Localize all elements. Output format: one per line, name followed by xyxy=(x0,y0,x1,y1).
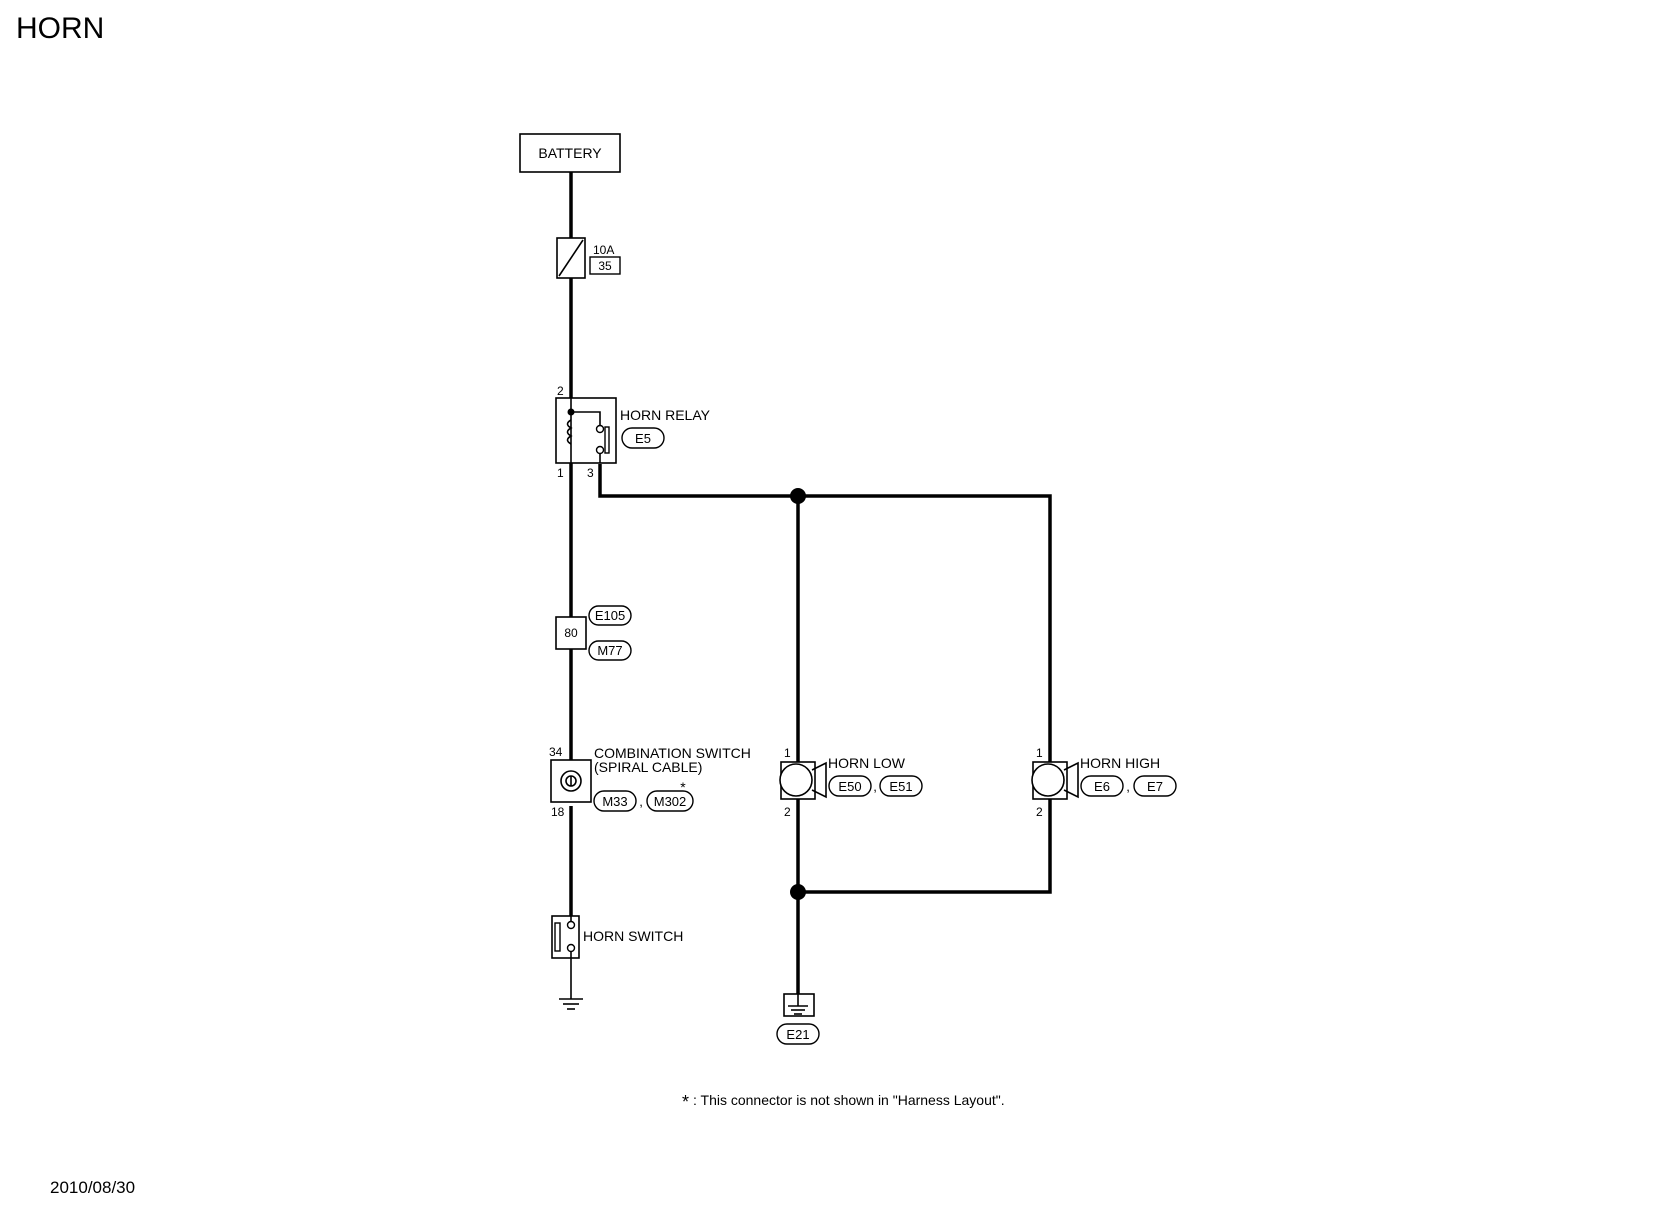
horn-high-pin-2: 2 xyxy=(1036,805,1043,819)
connector-m77: M77 xyxy=(597,643,622,658)
footnote: * : This connector is not shown in "Harn… xyxy=(682,1092,1005,1112)
connector-e6: E6 xyxy=(1094,779,1110,794)
combination-switch-label: COMBINATION SWITCH xyxy=(594,745,751,761)
connector-e51: E51 xyxy=(889,779,912,794)
connector-separator: , xyxy=(1126,779,1130,794)
relay-pin-1: 1 xyxy=(557,466,564,480)
horn-high: 1 2 HORN HIGH E6 , E7 xyxy=(1031,746,1177,819)
connector-e7: E7 xyxy=(1147,779,1163,794)
connector-m302: M302 xyxy=(654,794,687,809)
fuse-rating: 10A xyxy=(593,243,614,257)
battery: BATTERY xyxy=(519,133,621,173)
horn-high-label: HORN HIGH xyxy=(1080,755,1160,771)
ground-e21: E21 xyxy=(776,993,820,1045)
connector-e105: E105 xyxy=(595,608,625,623)
joint-connector-pin: 80 xyxy=(564,626,578,640)
connector-separator: , xyxy=(639,794,643,809)
connector-separator: , xyxy=(873,779,877,794)
splice-point-relay-output xyxy=(790,488,806,504)
connector-e21: E21 xyxy=(786,1027,809,1042)
connector-m33: M33 xyxy=(602,794,627,809)
joint-connector: 80 E105 M77 xyxy=(555,605,632,661)
horn-relay-connector: E5 xyxy=(635,431,651,446)
horn-low-pin-1: 1 xyxy=(784,746,791,760)
relay-pin-3: 3 xyxy=(587,466,594,480)
horn-switch-label: HORN SWITCH xyxy=(583,928,683,944)
horn-low-pin-2: 2 xyxy=(784,805,791,819)
footnote-text: : This connector is not shown in "Harnes… xyxy=(693,1092,1005,1108)
connector-e50: E50 xyxy=(838,779,861,794)
combination-switch-pin-18: 18 xyxy=(551,805,565,819)
page-title: HORN xyxy=(16,12,105,45)
horn-switch: HORN SWITCH xyxy=(551,915,683,1010)
horn-low-label: HORN LOW xyxy=(828,755,906,771)
horn-relay-label: HORN RELAY xyxy=(620,407,711,423)
relay-pin-2: 2 xyxy=(557,384,564,398)
battery-label: BATTERY xyxy=(538,145,602,161)
wires xyxy=(569,172,1052,994)
fuse-number: 35 xyxy=(598,259,612,273)
splice-point-ground xyxy=(790,884,806,900)
horn-relay: 2 1 3 HORN RELAY E5 xyxy=(555,384,711,480)
horn-low: 1 2 HORN LOW E50 , E51 xyxy=(779,746,923,819)
footnote-asterisk: * xyxy=(682,1092,689,1112)
combination-switch-pin-34: 34 xyxy=(549,745,563,759)
asterisk-mark: * xyxy=(680,779,686,795)
fuse-35: 10A 35 xyxy=(556,237,621,279)
combination-switch-sublabel: (SPIRAL CABLE) xyxy=(594,759,702,775)
revision-date: 2010/08/30 xyxy=(50,1178,136,1197)
horn-high-pin-1: 1 xyxy=(1036,746,1043,760)
combination-switch: 34 18 COMBINATION SWITCH (SPIRAL CABLE) … xyxy=(549,745,751,819)
